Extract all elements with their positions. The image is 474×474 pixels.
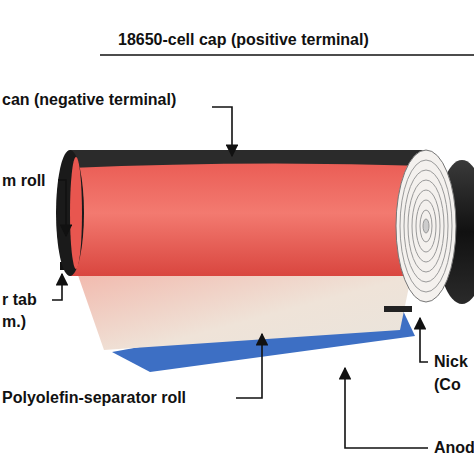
callout-label: Polyolefin-separator roll <box>2 388 186 407</box>
callout-label: r tab <box>2 290 37 309</box>
callout-label: (Co <box>434 375 461 394</box>
spiral-roll <box>396 150 456 302</box>
tab <box>384 306 412 312</box>
callout-label: Anod <box>434 438 474 457</box>
callout-label: 18650-cell cap (positive terminal) <box>118 30 369 49</box>
callout-label: m.) <box>2 312 26 331</box>
cylinder <box>56 150 428 276</box>
callout-label: Nick <box>434 352 468 371</box>
callout-label: can (negative terminal) <box>2 90 176 109</box>
callout-label: m roll <box>2 171 46 190</box>
